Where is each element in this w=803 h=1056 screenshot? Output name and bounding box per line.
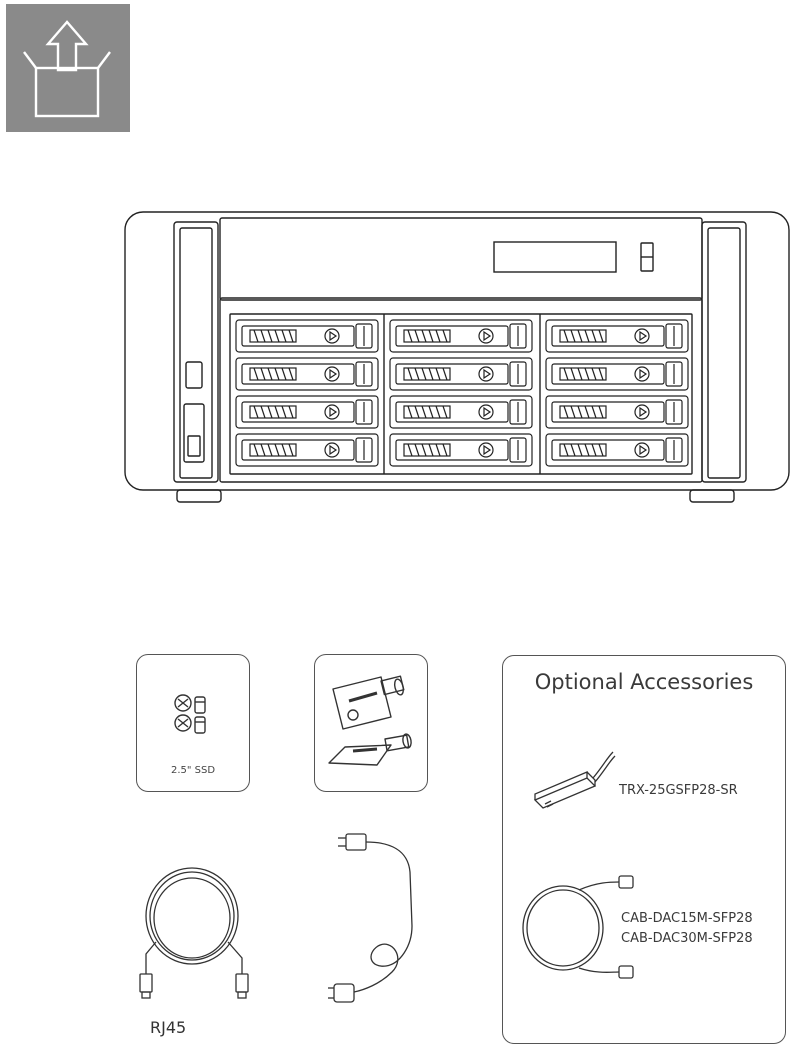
nas-device-icon bbox=[124, 211, 790, 503]
ssd-screws-box: 2.5" SSD bbox=[136, 654, 250, 792]
key-icon bbox=[328, 675, 412, 766]
optional-accessories-title: Optional Accessories bbox=[534, 670, 754, 694]
nas-device-illustration bbox=[122, 210, 792, 510]
rj45-cable-icon bbox=[139, 867, 249, 999]
drive-tray bbox=[545, 357, 689, 391]
drive-tray bbox=[235, 357, 379, 391]
drive-tray bbox=[235, 319, 379, 353]
screw-icon bbox=[174, 694, 206, 734]
drive-bays bbox=[235, 319, 689, 467]
ssd-screws-label: 2.5" SSD bbox=[170, 765, 216, 776]
drive-tray bbox=[545, 433, 689, 467]
drive-tray bbox=[389, 395, 533, 429]
power-cord-illustration bbox=[320, 826, 430, 1006]
keys-box bbox=[314, 654, 428, 792]
drive-tray bbox=[545, 395, 689, 429]
drive-tray bbox=[235, 433, 379, 467]
drive-tray bbox=[389, 433, 533, 467]
optional-item-dac30-label: CAB-DAC30M-SFP28 bbox=[621, 931, 753, 946]
sfp-transceiver-icon bbox=[533, 751, 616, 809]
unbox-icon-tile bbox=[6, 4, 130, 132]
optional-item-dac15-label: CAB-DAC15M-SFP28 bbox=[621, 911, 753, 926]
drive-tray bbox=[235, 395, 379, 429]
drive-tray bbox=[389, 319, 533, 353]
rj45-label: RJ45 bbox=[150, 1018, 187, 1037]
unbox-icon bbox=[23, 20, 111, 118]
rj45-cable-illustration bbox=[126, 846, 256, 1006]
drive-tray bbox=[389, 357, 533, 391]
optional-item-transceiver-label: TRX-25GSFP28-SR bbox=[619, 783, 738, 798]
optional-accessories-box: Optional Accessories TRX-25GSFP28-SR CAB… bbox=[502, 655, 786, 1044]
drive-tray bbox=[545, 319, 689, 353]
dac-cable-icon bbox=[522, 875, 634, 979]
power-cord-icon bbox=[328, 833, 413, 1003]
